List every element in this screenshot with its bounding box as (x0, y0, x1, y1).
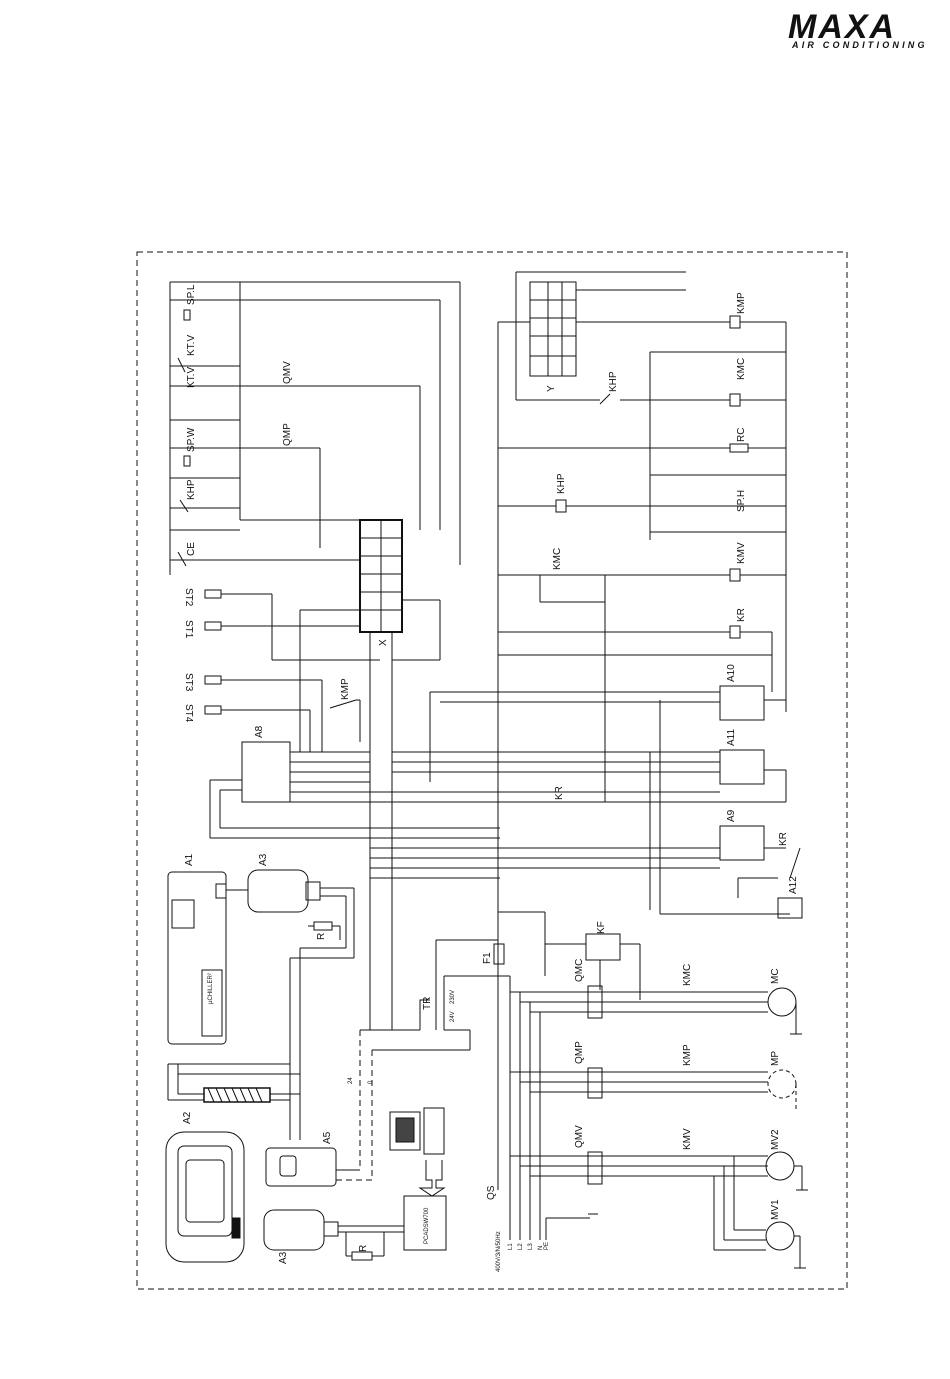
label-kmv-pow: KMV (682, 1128, 693, 1150)
label-r1: R (316, 933, 327, 940)
label-qmp: QMP (574, 1041, 585, 1064)
label-a5: A5 (322, 1131, 333, 1144)
label-kmp-coil: KMP (736, 292, 747, 314)
label-mc: MC (770, 968, 781, 984)
label-24v: 24V (450, 1011, 456, 1022)
label-supply: 400V/3/N/50Hz (496, 1231, 502, 1272)
label-a10: A10 (726, 664, 737, 682)
power-section (494, 912, 808, 1268)
controller-terminal-block (360, 520, 402, 632)
label-sp-h: SP.H (736, 490, 747, 512)
label-st3: ST3 (183, 673, 194, 692)
label-mv2: MV2 (770, 1129, 781, 1150)
label-kr-contact2: KR (778, 832, 789, 846)
label-sp-l: SP.L (186, 284, 197, 305)
expansion-modules (605, 686, 802, 918)
control-ladder (498, 272, 786, 1190)
left-switch-column (170, 282, 460, 575)
a1-controller (168, 872, 226, 1044)
label-l3: L3 (528, 1243, 534, 1250)
label-rc: RC (736, 428, 747, 442)
label-pe: PE (544, 1242, 550, 1250)
label-qmv-ctl: QMV (282, 361, 293, 384)
transformer (420, 940, 510, 1050)
label-khp-contact: KHP (608, 371, 619, 392)
label-qmv: QMV (574, 1125, 585, 1148)
label-kmc-coil: KMC (736, 358, 747, 380)
diagram-frame (137, 252, 847, 1289)
label-a11: A11 (726, 729, 737, 746)
label-kmp-mid: KMP (340, 678, 351, 700)
label-l1: L1 (508, 1243, 514, 1250)
label-st1: ST1 (183, 620, 194, 639)
pc-monitor (390, 1108, 446, 1250)
label-khp-coil: KHP (556, 473, 567, 494)
label-kmc-pow: KMC (682, 964, 693, 986)
label-qs: QS (486, 1185, 497, 1200)
label-mv1: MV1 (770, 1199, 781, 1220)
label-wire-24: 24 (348, 1077, 354, 1084)
label-st4: ST4 (183, 704, 194, 723)
label-kr-coil: KR (736, 608, 747, 622)
label-wire-0: 0 (368, 1080, 374, 1084)
label-kmc-contact: KMC (552, 548, 563, 570)
label-a9: A9 (726, 809, 737, 822)
a8-module (210, 700, 370, 838)
label-kt-v2: KT.V (186, 335, 197, 356)
x-bus (370, 600, 440, 1030)
label-chiller: µCHILLER² (208, 973, 214, 1004)
label-khp-left: KHP (186, 479, 197, 500)
label-kmv-coil: KMV (736, 542, 747, 564)
label-a8: A8 (254, 725, 265, 738)
label-l2: L2 (518, 1243, 524, 1250)
cable-harness (168, 1064, 300, 1102)
label-y-top: Y (546, 385, 557, 392)
label-f1: F1 (482, 952, 493, 964)
label-a3-bottom: A3 (278, 1251, 289, 1264)
label-pc: PCADSW700 (424, 1207, 430, 1244)
label-r2: R (358, 1245, 369, 1252)
label-kf: KF (596, 921, 607, 934)
label-tr: TR (422, 997, 433, 1010)
label-mp: MP (770, 1051, 781, 1066)
sensor-wires (205, 590, 380, 752)
label-230v: 230V (450, 990, 456, 1004)
label-a2: A2 (182, 1111, 193, 1124)
label-qmp-ctl: QMP (282, 423, 293, 446)
label-a1: A1 (184, 853, 195, 866)
label-kt-v1: KT.V (186, 367, 197, 388)
label-qmc: QMC (574, 959, 585, 982)
label-a12: A12 (788, 876, 799, 894)
label-st2: ST2 (183, 588, 194, 607)
label-a3-top: A3 (258, 853, 269, 866)
label-ce: CE (186, 542, 197, 556)
label-kmp-pow: KMP (682, 1044, 693, 1066)
middle-bus-lines (210, 692, 720, 878)
label-sp-w: SP.W (186, 427, 197, 452)
label-kr-contact1: KR (554, 786, 565, 800)
label-x: X (378, 639, 389, 646)
a2-terminal (166, 1132, 244, 1262)
